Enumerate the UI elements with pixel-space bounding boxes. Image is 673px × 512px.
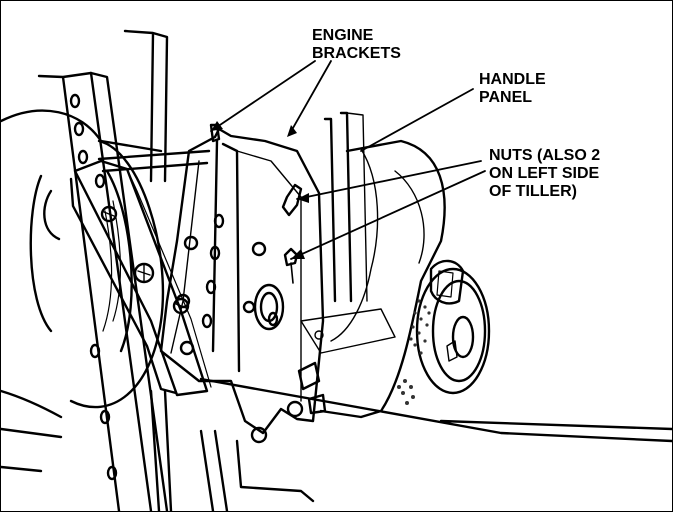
leader-lines (210, 60, 486, 260)
handle-rail-front (37, 71, 169, 511)
handle-panel-label-line-2: PANEL (479, 89, 533, 106)
nuts-label: NUTS (ALSO 2 ON LEFT SIDE OF TILLER) (489, 147, 600, 201)
leader-nut-upper (296, 160, 482, 200)
rail-holes (69, 93, 118, 481)
handle-panel-label: HANDLE PANEL (479, 71, 546, 107)
cross-rod (97, 149, 211, 173)
lower-strap (235, 439, 315, 503)
handle-rail-rear (123, 29, 173, 511)
lower-rails (199, 429, 229, 511)
leader-handle-panel (360, 88, 474, 152)
handle-panel (323, 111, 368, 303)
nuts-label-line-3: OF TILLER) (489, 183, 577, 200)
leader-arrowheads (211, 121, 309, 259)
engine-brackets-label-line-1: ENGINE (312, 27, 374, 44)
engine-brackets-label: ENGINE BRACKETS (312, 27, 401, 63)
engine-block (297, 139, 446, 419)
handle-panel-label-line-1: HANDLE (479, 71, 546, 88)
nuts-label-line-2: ON LEFT SIDE (489, 165, 600, 182)
nuts-label-line-1: NUTS (ALSO 2 (489, 147, 601, 164)
floor-line (1, 427, 63, 473)
leader-nut-lower (290, 170, 486, 260)
leader-engine-brackets-left (210, 60, 316, 132)
starter-cap (415, 259, 491, 395)
pulley (253, 283, 285, 331)
base-plate-edge (199, 377, 672, 443)
leader-engine-brackets-right (288, 60, 332, 136)
engine-brackets-label-line-2: BRACKETS (312, 45, 401, 62)
stipple-texture (397, 299, 431, 405)
bracket-nuts (281, 183, 303, 284)
mount-plate (43, 159, 212, 397)
